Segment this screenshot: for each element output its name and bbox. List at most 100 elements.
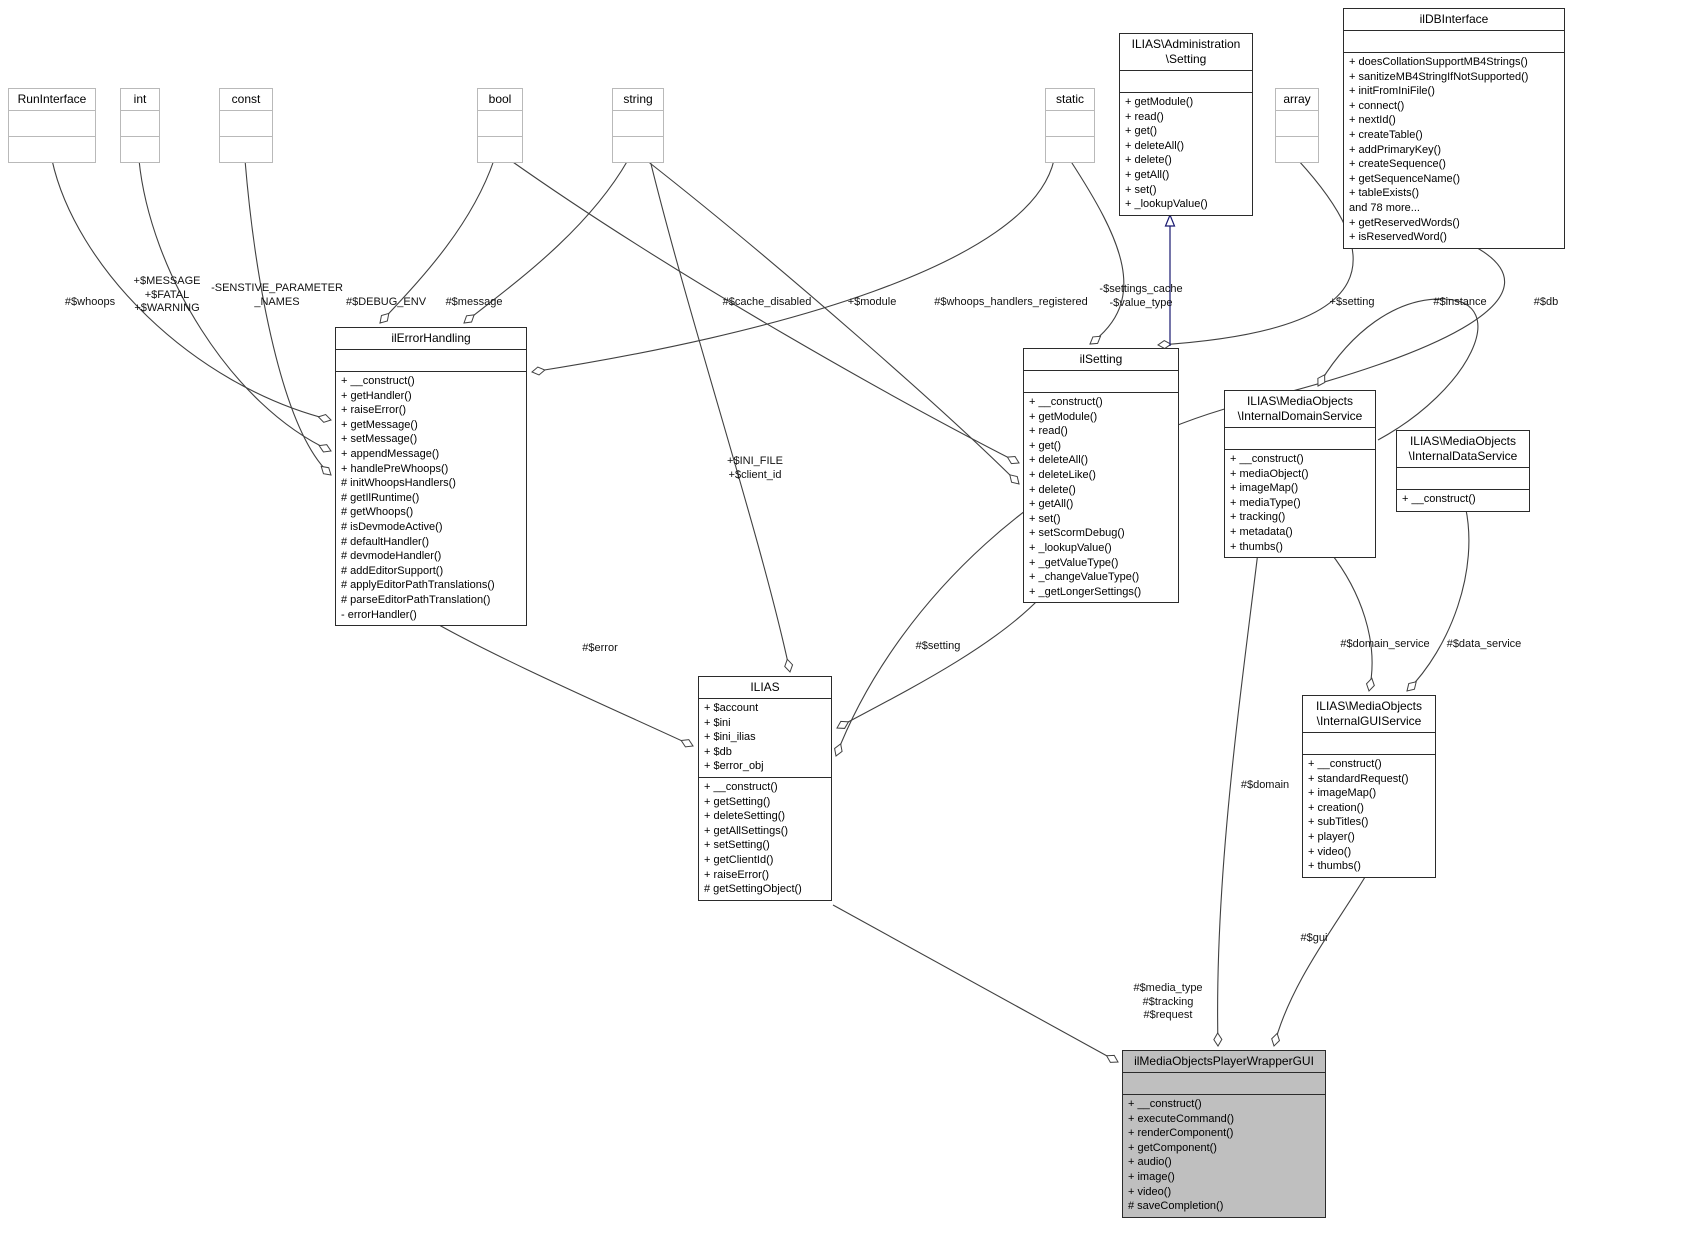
member-row: + _getLongerSettings() <box>1029 585 1142 598</box>
attributes-compartment <box>1024 371 1178 393</box>
member-row: + read() <box>1029 425 1068 438</box>
member-row: + initFromIniFile() <box>1349 85 1435 98</box>
class-title: static <box>1046 89 1094 111</box>
edge-domainservice-instance-self-loop <box>1317 298 1479 441</box>
member-row: + createTable() <box>1349 128 1423 141</box>
edge-domainservice-to-guiservice <box>1329 551 1375 692</box>
member-row: + appendMessage() <box>341 447 440 460</box>
edge-label-gui: #$gui <box>1300 932 1328 944</box>
methods-compartment <box>220 137 272 162</box>
class-ilsetting[interactable]: ilSetting + __construct()+ getModule()+ … <box>1023 348 1179 604</box>
edge-label-senstive-parameter-names: -SENSTIVE_PARAMETER _NAMES <box>211 282 343 308</box>
member-row: + delete() <box>1125 154 1172 167</box>
member-row: + set() <box>1029 512 1061 525</box>
member-row: + createSequence() <box>1349 158 1446 171</box>
edge-label-debug-env: #$DEBUG_ENV <box>345 296 427 308</box>
methods-compartment: + doesCollationSupportMB4Strings()+ sani… <box>1344 53 1564 248</box>
class-int[interactable]: int <box>120 88 160 163</box>
member-row: + __construct() <box>704 780 778 793</box>
member-row: + setSetting() <box>704 839 770 852</box>
class-const[interactable]: const <box>219 88 273 163</box>
member-row: + $db <box>704 745 732 758</box>
member-row: + _lookupValue() <box>1029 541 1112 554</box>
member-row: # addEditorSupport() <box>341 564 444 577</box>
edge-label-settings-cache-value-type: -$settings_cache -$value_type <box>1099 283 1183 309</box>
class-ilerrorhandling[interactable]: ilErrorHandling + __construct()+ getHand… <box>335 327 527 627</box>
class-title: bool <box>478 89 522 111</box>
member-row: + mediaType() <box>1230 496 1301 509</box>
class-title: ilErrorHandling <box>336 328 526 350</box>
member-row: + deleteLike() <box>1029 468 1096 481</box>
edge-label-data-service: #$data_service <box>1446 638 1522 650</box>
edge-label-domain-service: #$domain_service <box>1340 638 1430 650</box>
edge-label-message: #$message <box>445 296 503 308</box>
methods-compartment <box>1046 137 1094 162</box>
attributes-compartment: + $account+ $ini+ $ini_ilias+ $db+ $erro… <box>699 699 831 778</box>
member-row: + thumbs() <box>1230 540 1283 553</box>
methods-compartment: + __construct()+ getHandler()+ raiseErro… <box>336 372 526 625</box>
class-internal-gui-service[interactable]: ILIAS\MediaObjects \InternalGUIService +… <box>1302 695 1436 878</box>
class-ilias-administration-setting[interactable]: ILIAS\Administration \Setting + getModul… <box>1119 33 1253 216</box>
class-title: ILIAS\MediaObjects \InternalGUIService <box>1303 696 1435 733</box>
member-row: + set() <box>1125 183 1157 196</box>
class-array[interactable]: array <box>1275 88 1319 163</box>
member-row: + imageMap() <box>1230 482 1299 495</box>
class-title: array <box>1276 89 1318 111</box>
member-row: + getModule() <box>1125 96 1194 108</box>
class-runinterface[interactable]: RunInterface <box>8 88 96 163</box>
edge-string-to-ilias <box>649 159 794 673</box>
class-internal-domain-service[interactable]: ILIAS\MediaObjects \InternalDomainServic… <box>1224 390 1376 559</box>
edge-label-domain: #$domain <box>1240 779 1290 791</box>
member-row: + addPrimaryKey() <box>1349 143 1442 156</box>
edge-static-to-ilerrorhandling <box>531 159 1055 376</box>
member-row: + connect() <box>1349 99 1405 112</box>
attributes-compartment <box>1344 31 1564 53</box>
member-row: + getSequenceName() <box>1349 172 1460 185</box>
edge-ilerrorhandling-to-ilias <box>431 620 694 748</box>
class-ilias[interactable]: ILIAS + $account+ $ini+ $ini_ilias+ $db+… <box>698 676 832 901</box>
member-row: + getAll() <box>1125 168 1170 181</box>
edge-label-cache-disabled: #$cache_disabled <box>722 296 812 308</box>
edge-label-instance: #$instance <box>1433 296 1487 308</box>
class-title: int <box>121 89 159 111</box>
attributes-compartment <box>613 111 663 137</box>
member-row: + subTitles() <box>1308 816 1369 829</box>
edge-bool-to-ilerrorhandling <box>379 159 495 324</box>
class-string[interactable]: string <box>612 88 664 163</box>
member-row: + getAll() <box>1029 498 1074 511</box>
member-row: + getModule() <box>1029 410 1098 423</box>
member-row: + _changeValueType() <box>1029 571 1140 584</box>
edge-dataservice-to-guiservice <box>1406 504 1470 692</box>
edge-label-media-type-tracking-request: #$media_type #$tracking #$request <box>1133 982 1203 1021</box>
class-static[interactable]: static <box>1045 88 1095 163</box>
edge-array-to-ilsetting <box>1157 159 1354 350</box>
attributes-compartment <box>1276 111 1318 137</box>
member-row: + audio() <box>1128 1156 1172 1169</box>
class-title: string <box>613 89 663 111</box>
member-row: + __construct() <box>1402 493 1476 505</box>
member-row: + getSetting() <box>704 795 771 808</box>
member-row: + __construct() <box>1128 1098 1202 1110</box>
edge-label-error: #$error <box>582 642 618 654</box>
member-row: + deleteAll() <box>1125 139 1185 152</box>
member-row: + getClientId() <box>704 853 774 866</box>
member-row: + nextId() <box>1349 114 1396 127</box>
attributes-compartment <box>1046 111 1094 137</box>
class-title: ILIAS <box>699 677 831 699</box>
member-row: + sanitizeMB4StringIfNotSupported() <box>1349 70 1529 83</box>
class-title: ilDBInterface <box>1344 9 1564 31</box>
member-row: # devmodeHandler() <box>341 550 442 563</box>
methods-compartment: + __construct()+ standardRequest()+ imag… <box>1303 755 1435 877</box>
attributes-compartment <box>220 111 272 137</box>
class-ilmediaobjectsplayerwrappergui[interactable]: ilMediaObjectsPlayerWrapperGUI + __const… <box>1122 1050 1326 1218</box>
member-row: + get() <box>1125 125 1158 138</box>
member-row: + $ini_ilias <box>704 731 756 744</box>
member-row: + _getValueType() <box>1029 556 1119 569</box>
member-row: + getMessage() <box>341 418 418 431</box>
member-row: + raiseError() <box>341 404 407 417</box>
class-ildbinterface[interactable]: ilDBInterface + doesCollationSupportMB4S… <box>1343 8 1565 249</box>
class-internal-data-service[interactable]: ILIAS\MediaObjects \InternalDataService … <box>1396 430 1530 512</box>
class-bool[interactable]: bool <box>477 88 523 163</box>
member-row: + image() <box>1128 1170 1175 1183</box>
member-row: + renderComponent() <box>1128 1127 1234 1140</box>
